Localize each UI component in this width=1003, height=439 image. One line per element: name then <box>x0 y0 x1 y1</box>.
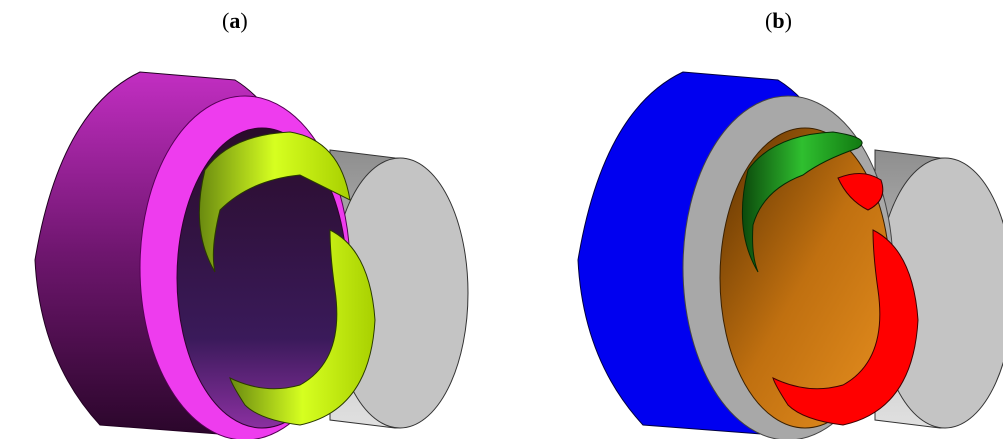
vane-bottom-a <box>229 229 376 426</box>
vane-top-a <box>198 131 351 273</box>
rotor-model-b <box>577 71 1003 439</box>
vane-bottom-b <box>772 229 919 426</box>
vane-tip-b <box>837 173 884 211</box>
panel-b: (b) <box>503 0 1003 439</box>
panel-a: (a) <box>0 0 500 439</box>
rotor-model-a <box>34 71 469 439</box>
panel-label-b: (b) <box>765 8 792 33</box>
vane-top-b <box>741 131 863 273</box>
panel-label-a: (a) <box>222 8 248 33</box>
